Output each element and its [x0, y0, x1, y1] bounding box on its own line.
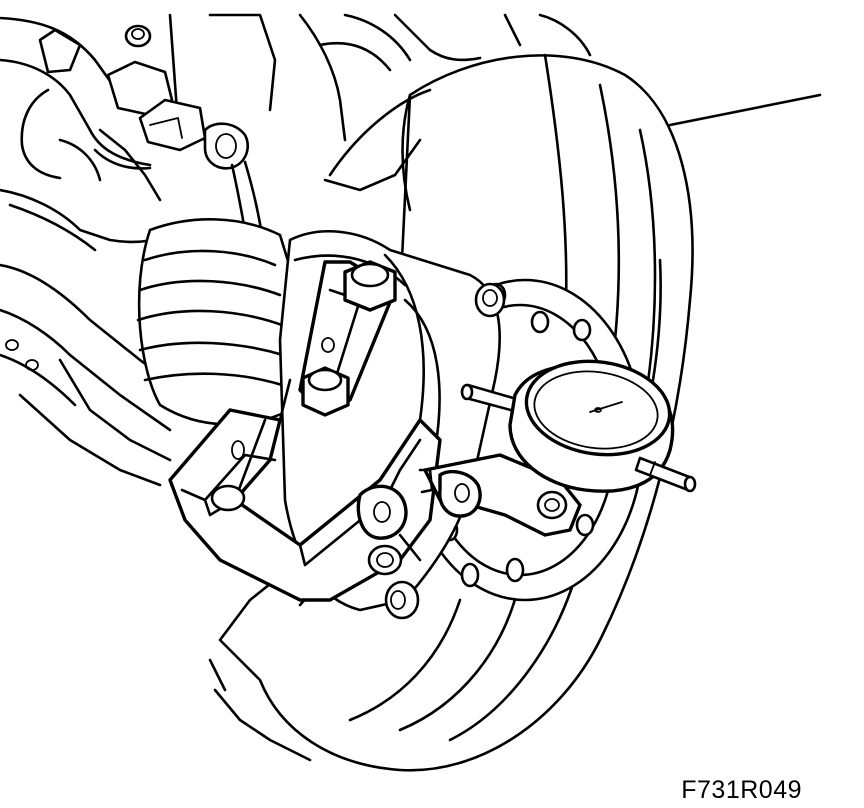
suspension-structure — [0, 13, 592, 487]
dial-indicator — [418, 359, 697, 537]
driveshaft-boot — [136, 218, 302, 426]
figure-id-label: F731R049 — [681, 776, 802, 804]
measuring-fixture — [168, 260, 442, 602]
